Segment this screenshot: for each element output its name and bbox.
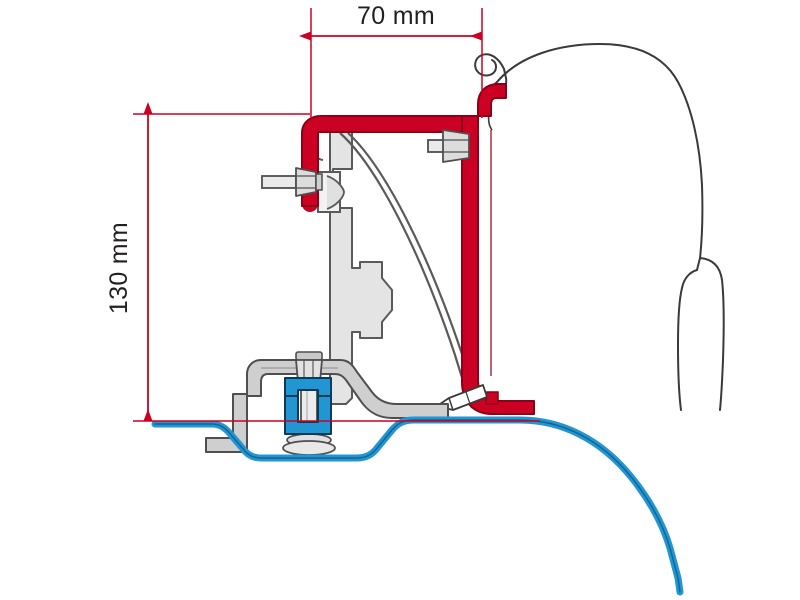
width-dimension: 70 mm (299, 2, 483, 118)
bolt-upper-right (427, 129, 470, 163)
bolt-upper-left (261, 167, 323, 197)
roof-rail-profile (151, 377, 684, 596)
height-dimension: 130 mm (105, 102, 540, 422)
height-dimension-label: 130 mm (105, 222, 133, 314)
set-screw (436, 384, 488, 411)
vehicle-body-outline (481, 42, 725, 411)
width-dimension-label: 70 mm (357, 2, 435, 30)
